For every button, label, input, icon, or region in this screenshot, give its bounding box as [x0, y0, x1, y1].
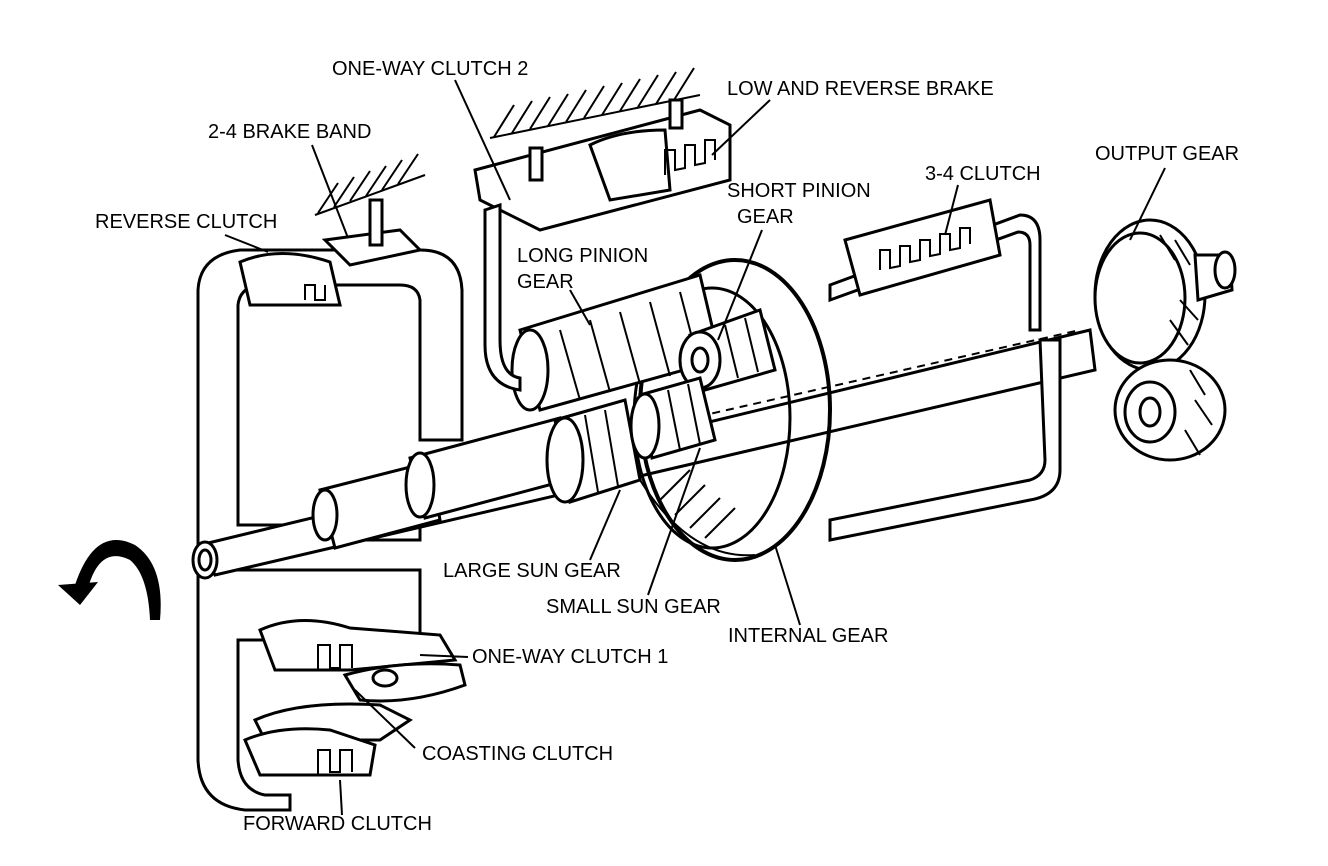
label-one-way-clutch-1: ONE-WAY CLUTCH 1	[472, 646, 668, 668]
output-gear	[1093, 218, 1237, 372]
shaft-sleeve	[311, 416, 577, 550]
one-way-clutch-1	[258, 619, 467, 703]
reverse-clutch-pack	[238, 252, 342, 307]
ground-hatch-top	[489, 67, 701, 139]
forward-clutch	[243, 727, 377, 777]
ground-hatch-left	[314, 153, 426, 216]
label-low-and-reverse-brake: LOW AND REVERSE BRAKE	[727, 78, 994, 100]
label-short-pinion-gear-1: SHORT PINION	[727, 180, 871, 202]
label-reverse-clutch: REVERSE CLUTCH	[95, 211, 277, 233]
rotation-arrow-icon	[58, 540, 161, 620]
label-large-sun-gear: LARGE SUN GEAR	[443, 560, 621, 582]
large-sun-gear	[545, 398, 642, 504]
small-sun-gear	[629, 376, 717, 460]
label-short-pinion-gear-2: GEAR	[737, 206, 794, 228]
clutch-3-4-pack	[843, 198, 1002, 297]
label-3-4-clutch: 3-4 CLUTCH	[925, 163, 1041, 185]
label-long-pinion-gear-1: LONG PINION	[517, 245, 648, 267]
brake-band-2-4	[321, 198, 424, 267]
label-forward-clutch: FORWARD CLUTCH	[243, 813, 432, 835]
label-2-4-brake-band: 2-4 BRAKE BAND	[208, 121, 371, 143]
leader-lines	[224, 79, 1166, 816]
label-one-way-clutch-2: ONE-WAY CLUTCH 2	[332, 58, 528, 80]
label-output-gear: OUTPUT GEAR	[1095, 143, 1239, 165]
idler-gear	[1113, 358, 1227, 462]
label-internal-gear: INTERNAL GEAR	[728, 625, 888, 647]
label-coasting-clutch: COASTING CLUTCH	[422, 743, 613, 765]
label-small-sun-gear: SMALL SUN GEAR	[546, 596, 721, 618]
label-long-pinion-gear-2: GEAR	[517, 271, 574, 293]
short-pinion-gear	[678, 308, 777, 392]
low-reverse-brake-housing	[473, 98, 732, 392]
